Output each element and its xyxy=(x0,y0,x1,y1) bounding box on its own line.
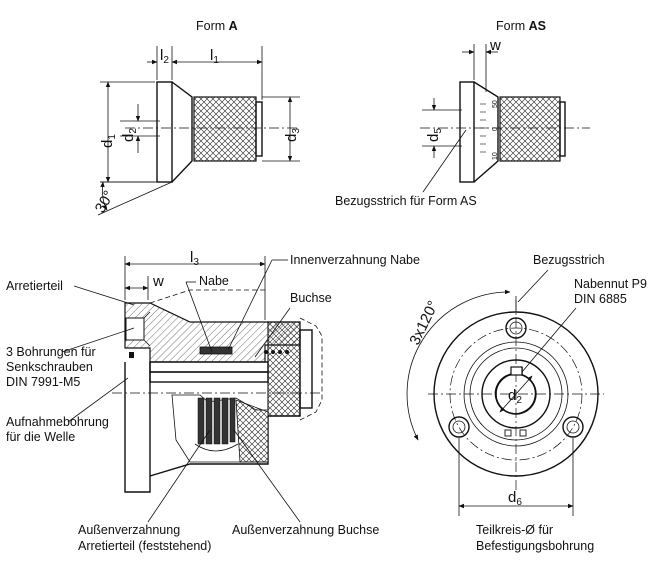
form-a-title: Form A xyxy=(196,19,238,33)
label-buchse: Buchse xyxy=(290,291,332,305)
label-bezugsstrich-form-as: Bezugsstrich für Form AS xyxy=(335,194,477,208)
dim-d1: d1 xyxy=(99,134,118,148)
dim-d2-front: d2 xyxy=(508,387,522,406)
dim-d6: d6 xyxy=(508,489,522,508)
label-aussen-arret-2: Arretierteil (feststehend) xyxy=(78,539,211,553)
dim-w-section: w xyxy=(152,273,164,290)
dim-pattern: 3x120° xyxy=(406,298,442,348)
section-view: l3 w xyxy=(112,249,323,493)
front-view: d2 3x120° Bezugsstrich Nabennut P9 DIN 6… xyxy=(406,253,647,553)
dim-l2: l2 xyxy=(160,47,169,66)
dim-l1: l1 xyxy=(210,47,219,66)
label-teilkreis-1: Teilkreis-Ø für xyxy=(476,523,553,537)
dim-l3: l3 xyxy=(190,249,199,268)
dim-d5: d5 xyxy=(425,128,444,142)
svg-text:0: 0 xyxy=(492,127,499,131)
dim-angle: 30° xyxy=(92,188,118,216)
dim-d3: d3 xyxy=(283,128,302,142)
label-nabe: Nabe xyxy=(199,274,229,288)
label-nabennut-1: Nabennut P9 xyxy=(574,277,647,291)
label-arretierteil: Arretierteil xyxy=(6,279,63,293)
label-bohrungen-3: DIN 7991-M5 xyxy=(6,375,80,389)
svg-text:50: 50 xyxy=(492,100,499,108)
form-as-title: Form AS xyxy=(496,19,546,33)
section-labels: Arretierteil Nabe Innenverzahnung Nabe B… xyxy=(6,253,420,553)
label-bohrungen-1: 3 Bohrungen für xyxy=(6,345,96,359)
label-aufnahme-1: Aufnahmebohrung xyxy=(6,415,109,429)
form-as-view: Form AS 50 0 10 w d5 Be xyxy=(335,19,590,208)
label-nabennut-2: DIN 6885 xyxy=(574,292,627,306)
label-innenverzahnung: Innenverzahnung Nabe xyxy=(290,253,420,267)
label-aussen-buchse: Außenverzahnung Buchse xyxy=(232,523,379,537)
label-aussen-arret-1: Außenverzahnung xyxy=(78,523,180,537)
form-a-view: Form A l2 l1 d1 d2 d3 xyxy=(92,19,302,216)
dim-d2: d2 xyxy=(120,128,139,142)
label-bezugsstrich: Bezugsstrich xyxy=(533,253,605,267)
label-aufnahme-2: für die Welle xyxy=(6,430,75,444)
label-teilkreis-2: Befestigungsbohrung xyxy=(476,539,594,553)
dim-w-top: w xyxy=(489,37,501,54)
svg-text:10: 10 xyxy=(492,152,499,160)
label-bohrungen-2: Senkschrauben xyxy=(6,360,93,374)
